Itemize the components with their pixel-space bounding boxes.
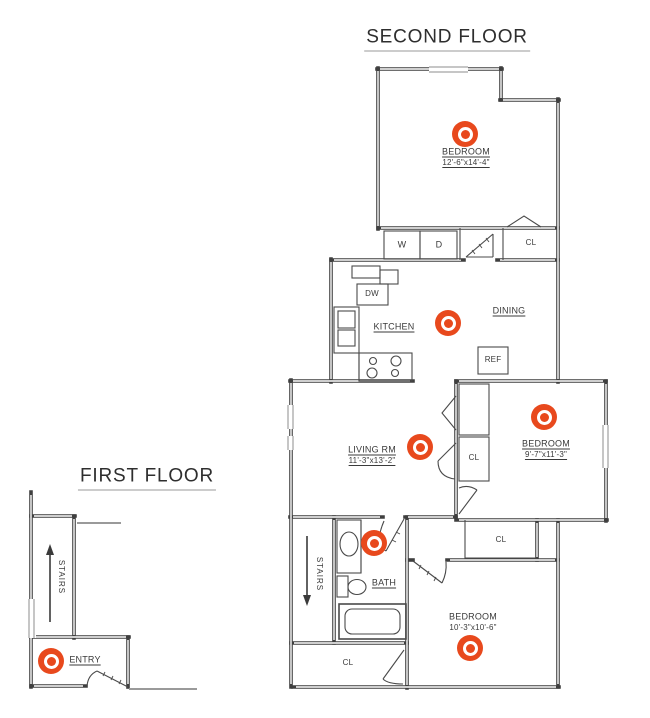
hotspot-marker-bath[interactable] — [361, 530, 387, 556]
room-label-bath: BATH — [371, 577, 397, 588]
fixtures-drawing — [333, 228, 537, 640]
room-dims-bedroom-top: 12'-6"x14'-4" — [442, 158, 490, 167]
room-dims-living-room: 11'-3"x13'-2" — [348, 456, 396, 465]
room-label-dining: DINING — [492, 305, 526, 316]
refrigerator-label: REF — [484, 355, 502, 364]
closet-label-bedroom: CL — [495, 535, 507, 544]
second-floor-title: SECOND FLOOR — [364, 27, 530, 52]
room-label-bedroom-top: BEDROOM — [442, 146, 490, 157]
first-floor-title: FIRST FLOOR — [77, 466, 217, 491]
windows — [27, 65, 610, 638]
closet-label-living: CL — [468, 453, 480, 462]
stairs-arrows — [46, 536, 311, 622]
hotspot-marker-bedroom-right[interactable] — [531, 404, 557, 430]
walls-core — [30, 68, 607, 688]
dishwasher-label: DW — [365, 289, 379, 298]
room-dims-bedroom-right: 9'-7"x11'-3" — [524, 450, 568, 459]
closet-label-hall: CL — [525, 238, 537, 247]
hotspot-marker-entry[interactable] — [38, 648, 64, 674]
hotspot-marker-kitchen-dining[interactable] — [435, 310, 461, 336]
stairs-label-first-floor: STAIRS — [57, 559, 66, 595]
room-label-bedroom-right: BEDROOM — [522, 438, 570, 449]
room-label-living-room: LIVING RM — [348, 444, 396, 455]
stairs-label-second-floor: STAIRS — [315, 556, 324, 592]
hotspot-marker-bedroom-top[interactable] — [452, 121, 478, 147]
closet-label-bottom: CL — [342, 658, 354, 667]
room-dims-bedroom-bottom: 10'-3"x10'-6" — [449, 623, 497, 632]
dryer-label: D — [435, 239, 443, 250]
washer-label: W — [397, 239, 407, 250]
cutoff-lines — [77, 522, 197, 690]
hotspot-marker-bedroom-bottom[interactable] — [457, 635, 483, 661]
walls-dark — [29, 66, 609, 690]
room-label-kitchen: KITCHEN — [373, 321, 415, 332]
room-label-bedroom-bottom: BEDROOM — [449, 611, 497, 622]
doors — [86, 215, 542, 688]
hotspot-marker-living-room[interactable] — [407, 434, 433, 460]
room-label-entry: ENTRY — [69, 654, 101, 665]
